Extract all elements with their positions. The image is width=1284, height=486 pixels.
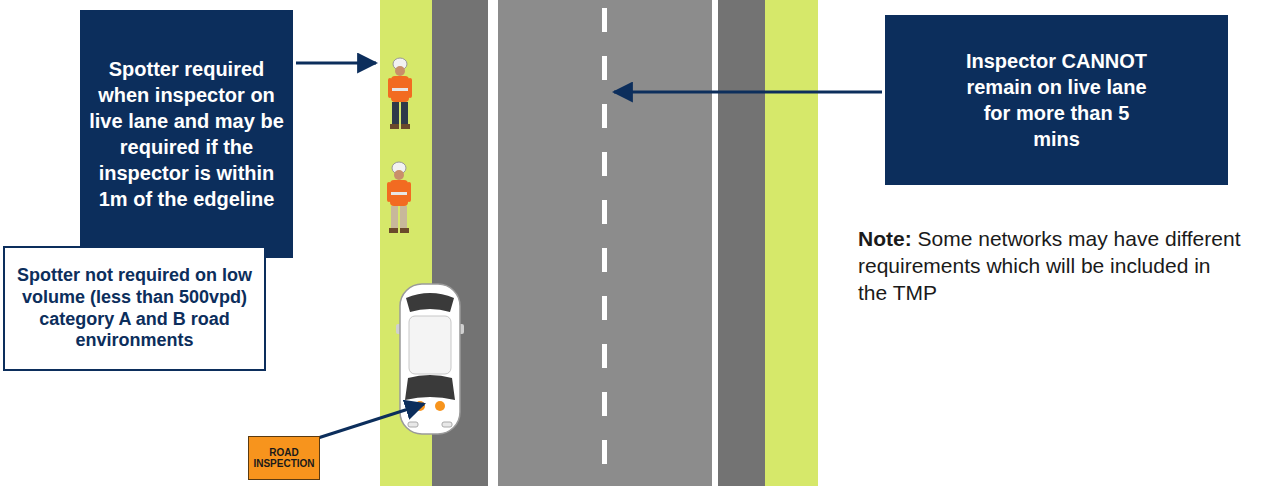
leader-arrow xyxy=(296,62,376,65)
box-text: Spotter required when inspector on live … xyxy=(89,56,284,212)
verge xyxy=(765,0,818,486)
live-lane xyxy=(498,0,712,486)
box-text: Inspector CANNOT remain on live lane for… xyxy=(965,48,1148,152)
leader-arrow xyxy=(614,91,882,94)
worker-figure xyxy=(387,162,411,233)
note-heading: Note: xyxy=(858,227,912,250)
road-sign: ROAD INSPECTION xyxy=(248,436,320,480)
centre-line xyxy=(602,8,607,464)
exception-box: Spotter not required on low volume (less… xyxy=(3,246,266,371)
edge-line xyxy=(712,0,718,486)
info-box: Spotter required when inspector on live … xyxy=(80,10,293,258)
edge-line xyxy=(488,0,498,486)
worker-figure xyxy=(388,58,412,129)
leader-arrow xyxy=(318,404,424,438)
box-text: Spotter not required on low volume (less… xyxy=(13,265,256,351)
note-text: Note:Some networks may have different re… xyxy=(858,226,1242,307)
info-box: Inspector CANNOT remain on live lane for… xyxy=(885,15,1228,185)
box-text: ROAD INSPECTION xyxy=(252,447,316,469)
inspection-car xyxy=(396,284,464,434)
note-body: Some networks may have different require… xyxy=(858,227,1240,304)
shoulder xyxy=(718,0,765,486)
